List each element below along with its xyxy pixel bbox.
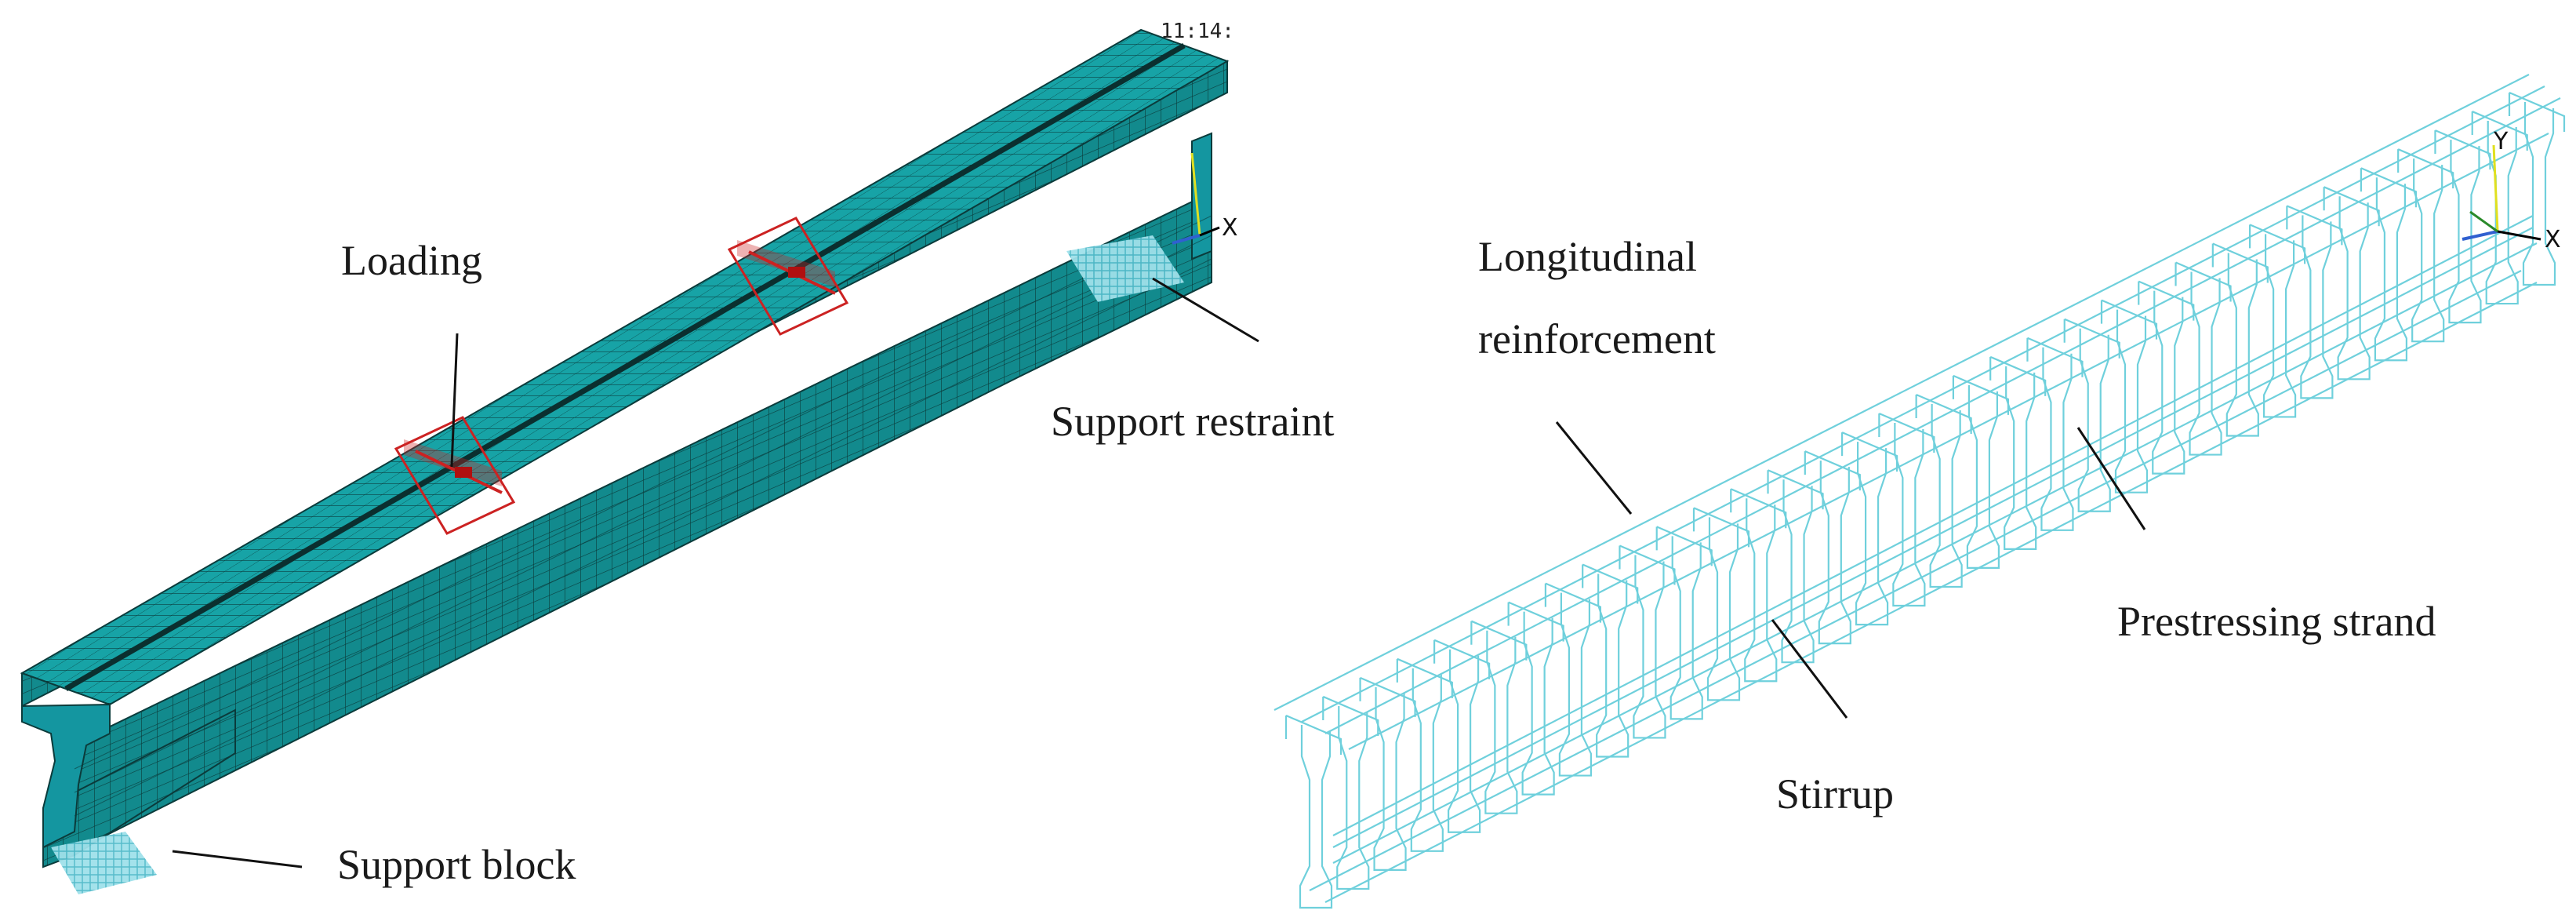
leader-support-restraint: [1152, 277, 1259, 343]
leader-stirrup: [1771, 619, 1848, 719]
stirrup-23: [2100, 299, 2158, 493]
stirrup-9: [1582, 563, 1639, 758]
stirrup-34: [2508, 91, 2566, 286]
stirrup-2: [1322, 695, 1379, 890]
stirrup-30: [2360, 167, 2418, 362]
stirrup-24: [2138, 280, 2195, 475]
label-prestressing-strand: Prestressing strand: [2117, 598, 2436, 645]
right-axis-triad: Y X: [2462, 128, 2561, 253]
leader-prestressing: [2076, 427, 2146, 530]
stirrup-29: [2323, 186, 2380, 381]
stirrup-27: [2248, 224, 2306, 418]
left-axis-triad: X: [1172, 152, 1238, 245]
stirrup-28: [2286, 205, 2343, 399]
stirrup-22: [2063, 318, 2120, 512]
beam-end-section: [21, 703, 111, 849]
stirrups: [1284, 91, 2566, 909]
stirrup-19: [1952, 374, 2010, 570]
beam-web-face: [74, 191, 1212, 853]
stirrup-13: [1730, 488, 1787, 683]
label-support-block: Support block: [337, 841, 576, 888]
stirrup-4: [1396, 657, 1453, 852]
leader-loading: [450, 333, 459, 468]
stirrup-7: [1507, 601, 1564, 796]
label-loading: Loading: [341, 237, 482, 284]
stirrup-31: [2397, 148, 2454, 343]
leader-support-block: [172, 850, 303, 868]
stirrup-17: [1878, 413, 1935, 607]
label-support-restraint: Support restraint: [1051, 398, 1334, 445]
beam-far-end-section: [1191, 132, 1212, 260]
support-restraint-graphic: [1066, 235, 1184, 302]
stirrup-14: [1767, 469, 1824, 664]
label-stirrup: Stirrup: [1776, 770, 1894, 818]
stirrup-20: [1989, 355, 2047, 550]
stirrup-25: [2175, 261, 2232, 456]
stirrup-1: [1284, 714, 1342, 909]
mesh-beam: [20, 28, 1230, 868]
stirrup-6: [1470, 620, 1528, 814]
stirrup-3: [1359, 676, 1416, 871]
stirrup-5: [1433, 639, 1491, 833]
load-marker-2: [727, 217, 849, 336]
support-block-graphic: [51, 832, 157, 894]
timestamp: 11:14:: [1161, 20, 1234, 43]
stirrup-26: [2211, 242, 2269, 437]
stirrup-8: [1544, 582, 1602, 777]
right-axis-x-label: X: [2545, 226, 2561, 253]
stirrup-32: [2434, 129, 2491, 324]
right-axis-y-label: Y: [2493, 128, 2509, 155]
stirrup-12: [1692, 507, 1750, 701]
stirrup-21: [2026, 337, 2084, 531]
reinforcement-cage: [1273, 74, 2561, 903]
stirrup-10: [1619, 544, 1676, 739]
beam-centerline: [64, 42, 1186, 692]
label-longitudinal-line1: Longitudinal: [1478, 233, 1697, 280]
web-mesh-lines: [74, 215, 1212, 817]
left-axis-x-label: X: [1222, 214, 1238, 242]
leader-longitudinal: [1555, 421, 1633, 515]
stirrup-15: [1804, 450, 1861, 645]
label-longitudinal-line2: reinforcement: [1478, 315, 1716, 362]
stirrup-11: [1655, 526, 1713, 720]
stirrup-16: [1840, 432, 1898, 626]
stirrup-18: [1915, 393, 1972, 588]
